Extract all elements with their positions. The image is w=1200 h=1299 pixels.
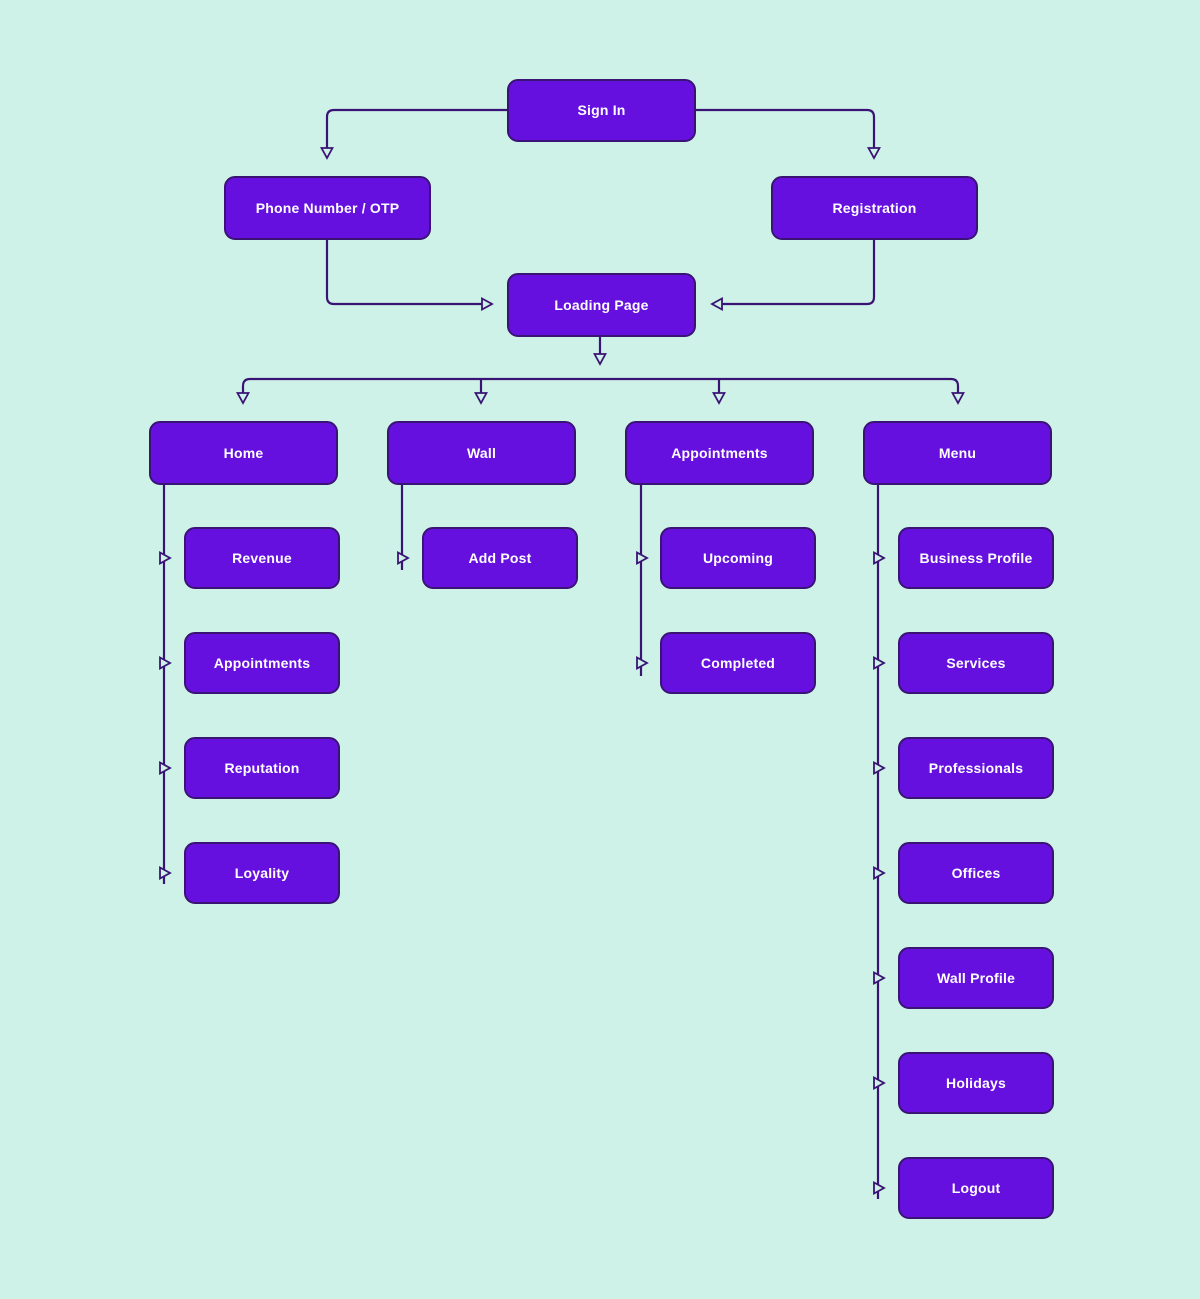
- node-label: Wall Profile: [936, 969, 1016, 986]
- node-label: Offices: [951, 864, 1001, 881]
- node-label: Upcoming: [702, 549, 774, 566]
- node-home[interactable]: Home: [149, 421, 338, 485]
- node-label: Sign In: [577, 102, 626, 119]
- node-label: Home: [223, 444, 264, 461]
- node-business-profile[interactable]: Business Profile: [898, 527, 1054, 589]
- node-registration[interactable]: Registration: [771, 176, 978, 240]
- node-home-appointments[interactable]: Appointments: [184, 632, 340, 694]
- node-label: Menu: [938, 444, 977, 461]
- node-label: Services: [946, 654, 1006, 671]
- node-wall-profile[interactable]: Wall Profile: [898, 947, 1054, 1009]
- node-label: Appointments: [671, 444, 768, 461]
- node-label: Loading Page: [554, 296, 649, 313]
- node-label: Registration: [832, 199, 917, 216]
- node-completed[interactable]: Completed: [660, 632, 816, 694]
- node-label: Holidays: [946, 1074, 1006, 1091]
- node-wall[interactable]: Wall: [387, 421, 576, 485]
- node-menu[interactable]: Menu: [863, 421, 1052, 485]
- node-revenue[interactable]: Revenue: [184, 527, 340, 589]
- node-label: Professionals: [928, 759, 1024, 776]
- node-upcoming[interactable]: Upcoming: [660, 527, 816, 589]
- node-reputation[interactable]: Reputation: [184, 737, 340, 799]
- node-label: Wall: [466, 444, 497, 461]
- node-offices[interactable]: Offices: [898, 842, 1054, 904]
- node-professionals[interactable]: Professionals: [898, 737, 1054, 799]
- node-services[interactable]: Services: [898, 632, 1054, 694]
- node-label: Reputation: [224, 759, 300, 776]
- node-phone-number-otp[interactable]: Phone Number / OTP: [224, 176, 431, 240]
- node-sign-in[interactable]: Sign In: [507, 79, 696, 142]
- node-label: Appointments: [213, 654, 311, 671]
- node-add-post[interactable]: Add Post: [422, 527, 578, 589]
- node-label: Completed: [700, 654, 776, 671]
- node-label: Add Post: [468, 549, 532, 566]
- node-label: Loyality: [234, 864, 290, 881]
- node-label: Logout: [951, 1179, 1001, 1196]
- node-label: Business Profile: [919, 549, 1033, 566]
- node-label: Phone Number / OTP: [255, 199, 400, 216]
- node-holidays[interactable]: Holidays: [898, 1052, 1054, 1114]
- node-loading-page[interactable]: Loading Page: [507, 273, 696, 337]
- node-loyality[interactable]: Loyality: [184, 842, 340, 904]
- node-logout[interactable]: Logout: [898, 1157, 1054, 1219]
- node-label: Revenue: [232, 549, 292, 566]
- node-appointments[interactable]: Appointments: [625, 421, 814, 485]
